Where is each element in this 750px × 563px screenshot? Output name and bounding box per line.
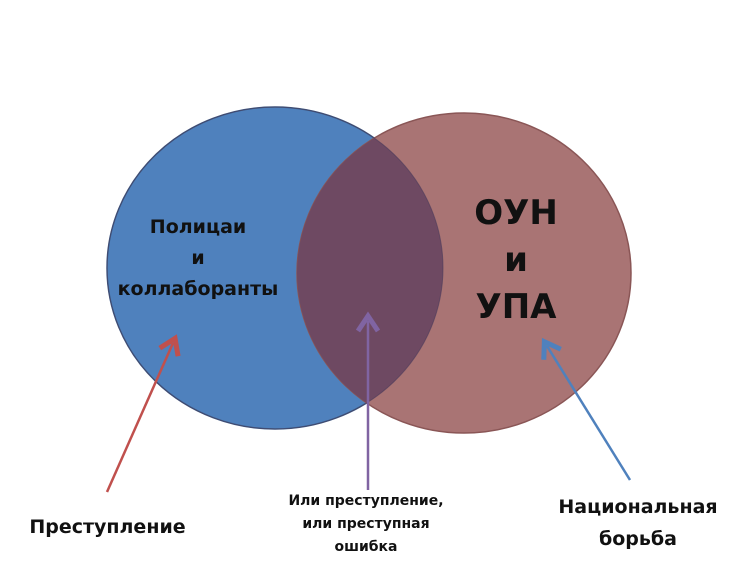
left-circle-outline <box>106 106 444 430</box>
left-set-label: Полицаи и коллаборанты <box>98 212 298 305</box>
right-set-label: ОУН и УПА <box>436 190 596 331</box>
middle-label-line: Или преступление, <box>288 493 444 509</box>
right-set-line: и <box>504 240 528 280</box>
label-national-struggle: Национальная борьба <box>548 491 728 555</box>
right-label-line: Национальная <box>558 496 718 518</box>
arrow-left <box>105 334 181 493</box>
left-set-line: Полицаи <box>149 216 247 238</box>
overlap-region <box>297 113 443 429</box>
right-set-line: ОУН <box>474 193 558 233</box>
right-set-line: УПА <box>475 287 557 327</box>
arrow-right <box>541 337 632 481</box>
right-label-line: борьба <box>598 528 678 550</box>
left-set-line: и <box>191 247 205 269</box>
middle-label-line: или преступная <box>302 516 430 532</box>
label-crime: Преступление <box>29 516 186 538</box>
left-set-line: коллаборанты <box>117 278 279 300</box>
middle-label-line: ошибка <box>334 539 398 555</box>
label-crime-or-mistake: Или преступление, или преступная ошибка <box>266 490 466 559</box>
